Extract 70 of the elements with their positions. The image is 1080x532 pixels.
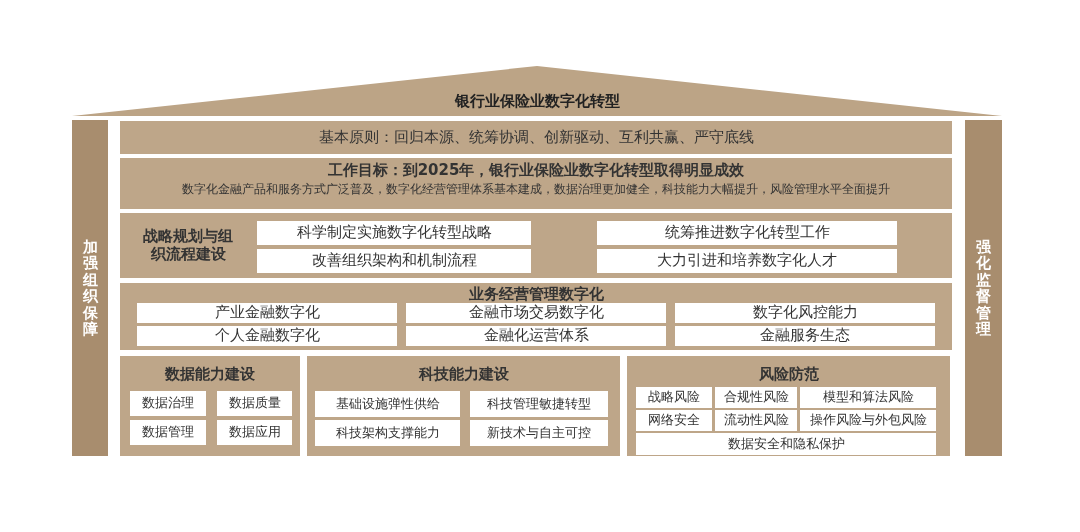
item-box (406, 326, 666, 346)
item-box (217, 420, 292, 445)
heading-text: 数据能力建设 (165, 366, 255, 384)
item-box (675, 303, 935, 323)
item-label: 金融化运营体系 (483, 327, 589, 345)
heading-text: 战略规划与组织流程建设 (142, 228, 234, 263)
item-label: 数据质量 (228, 396, 281, 411)
item-label: 数字化风控能力 (752, 304, 858, 322)
heading-text: 风险防范 (758, 366, 819, 384)
item-box (597, 221, 897, 245)
item-box (257, 221, 531, 245)
item-label: 模型和算法风险 (822, 390, 914, 405)
item-box (636, 410, 712, 431)
item-box (636, 433, 936, 455)
item-box (675, 326, 935, 346)
section-panel (627, 356, 950, 456)
item-label: 操作风险与外包风险 (809, 413, 927, 428)
item-box (470, 420, 608, 446)
item-box (406, 303, 666, 323)
item-box (715, 387, 797, 408)
item-label: 金融服务生态 (760, 327, 850, 345)
item-label: 基础设施弹性供给 (335, 396, 440, 412)
heading-text: 加强组织保障 (82, 238, 98, 338)
item-box (800, 410, 936, 431)
item-box (217, 391, 292, 416)
goal-band (120, 158, 952, 209)
pillar-band (965, 120, 1002, 456)
item-label: 大力引进和培养数字化人才 (657, 252, 837, 270)
item-label: 产业金融数字化 (214, 304, 320, 322)
item-box (636, 387, 712, 408)
section-band (120, 213, 952, 278)
section-band (120, 283, 952, 350)
item-box (130, 391, 206, 416)
item-label: 网络安全 (648, 413, 700, 428)
heading-text: 业务经营管理数字化 (468, 286, 604, 304)
item-label: 数据管理 (142, 425, 194, 440)
principle-band (120, 121, 952, 154)
heading-text: 强化监督管理 (976, 238, 991, 338)
item-label: 科技管理敏捷转型 (487, 396, 591, 412)
section-panel (120, 356, 300, 456)
heading-text: 基本原则：回归本源、统筹协调、创新驱动、互利共赢、严守底线 (318, 128, 754, 147)
item-box (315, 391, 460, 417)
body-text: 数字化金融产品和服务方式广泛普及，数字化经营管理体系基本建成，数据治理更加健全，科技能力大幅提升，风险管理水平全面提升 (182, 182, 890, 198)
item-label: 数据安全和隐私保护 (727, 436, 845, 452)
heading-text: 科技能力建设 (418, 366, 509, 384)
pillar-band (72, 120, 108, 456)
item-box (715, 410, 797, 431)
item-box (137, 326, 397, 346)
item-label: 数据治理 (142, 396, 194, 411)
item-label: 流动性风险 (723, 413, 789, 428)
heading-text: 工作目标：到2025年，银行业保险业数字化转型取得明显成效 (327, 162, 745, 180)
item-box (800, 387, 936, 408)
item-label: 个人金融数字化 (214, 327, 320, 345)
item-label: 统筹推进数字化转型工作 (664, 224, 830, 242)
item-box (137, 303, 397, 323)
item-label: 改善组织架构和机制流程 (311, 252, 477, 270)
section-panel (307, 356, 620, 456)
item-box (315, 420, 460, 446)
heading-text: 银行业保险业数字化转型 (454, 92, 620, 110)
item-box (597, 249, 897, 273)
item-label: 科技架构支撑能力 (335, 425, 440, 441)
item-label: 战略风险 (648, 390, 700, 405)
item-label: 数据应用 (228, 425, 281, 440)
item-label: 新技术与自主可控 (487, 425, 591, 441)
item-box (130, 420, 206, 445)
item-label: 科学制定实施数字化转型战略 (296, 224, 492, 242)
item-label: 合规性风险 (723, 390, 789, 405)
item-box (257, 249, 531, 273)
item-box (470, 391, 608, 417)
item-label: 金融市场交易数字化 (468, 304, 604, 322)
